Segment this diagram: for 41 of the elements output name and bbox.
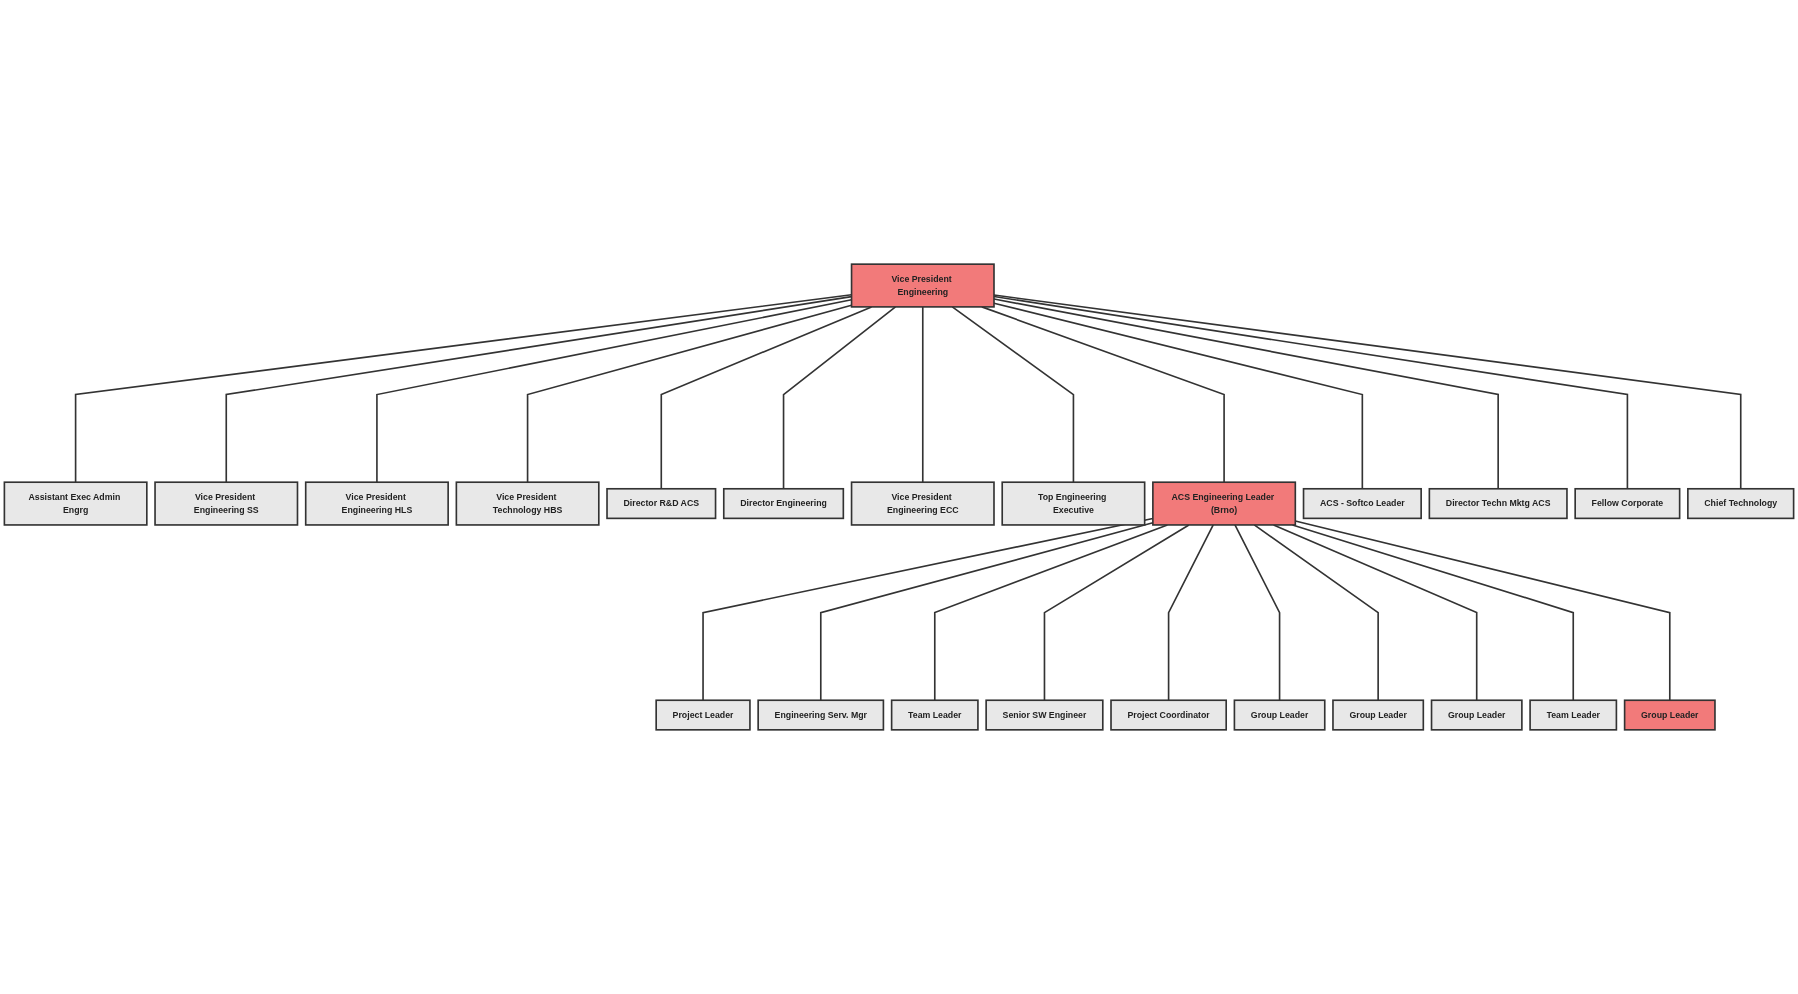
node-box: Chief Technology <box>1687 487 1795 520</box>
connector <box>1253 524 1379 702</box>
node-box: Fellow Corporate <box>1574 487 1681 520</box>
node-box: Assistant Exec Admin Engrg <box>3 481 148 526</box>
connector <box>1272 524 1478 702</box>
node-box: Project Leader <box>655 699 751 731</box>
node-box: Team Leader <box>1529 699 1618 731</box>
node-box: Vice President Technology HBS <box>455 481 600 526</box>
node-box: Top Engineering Executive <box>1001 481 1146 526</box>
node-box: Director Engineering <box>722 487 845 520</box>
connector <box>1234 524 1281 702</box>
connector <box>702 517 1154 702</box>
connector <box>819 522 1154 702</box>
node-box: Engineering Serv. Mgr <box>757 699 885 731</box>
node-box: Vice President Engineering SS <box>154 481 299 526</box>
connector <box>993 295 1629 490</box>
node-box: Director R&D ACS <box>606 487 717 520</box>
connector <box>1167 524 1215 702</box>
node-box: ACS - Softco Leader <box>1302 487 1422 520</box>
connector <box>993 298 1499 490</box>
node-box: ACS Engineering Leader (Brno) <box>1152 481 1297 526</box>
node-box: Vice President Engineering ECC <box>850 481 995 526</box>
connector <box>782 306 897 490</box>
node-box: Group Leader <box>1623 699 1716 731</box>
connector <box>951 306 1075 484</box>
node-box: Group Leader <box>1332 699 1425 731</box>
connector <box>660 306 873 490</box>
connector <box>993 302 1364 490</box>
node-box: Project Coordinator <box>1110 699 1227 731</box>
connector <box>933 524 1169 702</box>
node-box: Group Leader <box>1233 699 1326 731</box>
node-box: Vice President Engineering <box>850 263 995 308</box>
connector <box>1043 524 1190 702</box>
node-box: Team Leader <box>890 699 979 731</box>
node-box: Senior SW Engineer <box>985 699 1104 731</box>
node-box: Group Leader <box>1430 699 1523 731</box>
connector <box>981 306 1225 484</box>
node-box: Vice President Engineering HLS <box>304 481 449 526</box>
connector <box>993 294 1742 490</box>
connector <box>921 306 924 484</box>
node-box: Director Techn Mktg ACS <box>1428 487 1568 520</box>
